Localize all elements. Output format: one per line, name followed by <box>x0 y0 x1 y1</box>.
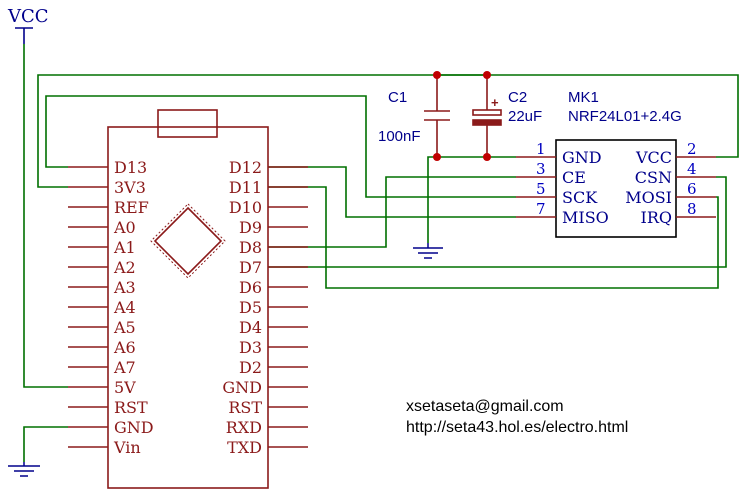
arduino-pin-lines <box>68 166 308 448</box>
pin-label-d5: D5 <box>239 298 262 317</box>
module-pin-name-ce: CE <box>562 168 586 187</box>
capacitor-c2 <box>472 75 502 157</box>
module-pin-name-sck: SCK <box>562 188 598 207</box>
pin-label-rxd: RXD <box>226 418 262 437</box>
junction-c2-top <box>483 71 491 79</box>
pin-label-gnd-right: GND <box>222 378 262 397</box>
wire-gnd-arduino <box>23 426 68 462</box>
module-pin-num-3: 3 <box>536 160 546 178</box>
wire-d11-mosi <box>268 186 719 289</box>
module-pin-names: GND CE SCK MISO <box>562 148 609 227</box>
pin-label-a2: A2 <box>113 258 136 277</box>
pin-label-d11: D11 <box>229 178 262 197</box>
module-pin-num-7: 7 <box>536 200 546 218</box>
pin-label-gnd-left: GND <box>114 418 154 437</box>
pin-label-rst-left: RST <box>114 398 148 417</box>
wire-d8-ce <box>268 176 516 248</box>
pin-label-d12: D12 <box>229 158 262 177</box>
module-pin-num-2: 2 <box>687 140 697 158</box>
module-pin-name-csn: CSN <box>635 168 672 187</box>
module-pin-names-right: VCC CSN MOSI IRQ <box>625 148 672 227</box>
wire-d13-sck <box>45 95 516 198</box>
pin-label-ref: REF <box>114 198 149 217</box>
pin-label-rst-right: RST <box>228 398 262 417</box>
mcu-chip <box>153 206 223 276</box>
module-pin-name-mosi: MOSI <box>625 188 672 207</box>
ground-symbol-left <box>8 462 40 477</box>
module-pin-numbers: 1 3 5 7 2 4 6 8 <box>536 140 697 218</box>
pin-label-d3: D3 <box>239 338 262 357</box>
module-ref: MK1 <box>568 89 599 106</box>
vcc-symbol <box>15 27 33 44</box>
junction-c2-bottom <box>483 153 491 161</box>
pin-label-d4: D4 <box>239 318 262 337</box>
vcc-label: VCC <box>7 6 49 27</box>
nrf24l01-module <box>555 139 677 238</box>
mcu-chip-outline <box>150 203 226 279</box>
contact-url: http://seta43.hol.es/electro.html <box>406 419 628 436</box>
pin-label-a1: A1 <box>113 238 136 257</box>
module-value: NRF24L01+2.4G <box>568 108 682 125</box>
junction-c1-bottom <box>433 153 441 161</box>
wire-vcc-5v <box>23 44 68 388</box>
pin-label-a0: A0 <box>113 218 136 237</box>
module-pin-lines <box>516 156 716 218</box>
module-pin-num-6: 6 <box>687 180 697 198</box>
pin-label-txd: TXD <box>227 438 262 457</box>
ground-symbol-module <box>413 243 443 259</box>
junction-c1-top <box>433 71 441 79</box>
pin-label-5v: 5V <box>114 378 136 397</box>
pin-label-vin: Vin <box>113 438 141 457</box>
wire-d7-csn <box>268 176 727 268</box>
pin-label-d2: D2 <box>239 358 262 377</box>
module-pin-name-irq: IRQ <box>641 208 672 227</box>
module-pin-num-8: 8 <box>687 200 697 218</box>
c2-value: 22uF <box>508 108 542 125</box>
pin-label-d9: D9 <box>239 218 262 237</box>
pin-label-3v3: 3V3 <box>114 178 146 197</box>
c1-value: 100nF <box>378 128 421 145</box>
pin-label-d8: D8 <box>239 238 262 257</box>
usb-connector <box>157 109 218 138</box>
pin-label-a4: A4 <box>113 298 136 317</box>
pin-label-d13: D13 <box>114 158 147 177</box>
pin-label-a6: A6 <box>113 338 136 357</box>
c2-polarity-sign: + <box>491 95 499 110</box>
module-pin-num-1: 1 <box>536 140 546 158</box>
capacitor-c1 <box>424 75 450 157</box>
wire-gnd-module <box>427 156 516 243</box>
wire-d12-miso <box>268 166 516 218</box>
module-pin-name-miso: MISO <box>562 208 609 227</box>
junctions <box>433 71 491 161</box>
pin-label-d10: D10 <box>229 198 262 217</box>
c1-ref: C1 <box>388 89 407 106</box>
pin-label-a5: A5 <box>113 318 136 337</box>
pin-label-d6: D6 <box>239 278 262 297</box>
pin-label-a3: A3 <box>113 278 136 297</box>
contact-email: xsetaseta@gmail.com <box>406 398 564 415</box>
pin-label-d7: D7 <box>239 258 262 277</box>
module-pin-num-5: 5 <box>536 180 546 198</box>
arduino-right-pin-labels: D12 D11 D10 D9 D8 D7 D6 D5 D4 D3 D2 GND … <box>222 158 262 457</box>
c2-ref: C2 <box>508 89 527 106</box>
wire-3v3-vcc <box>37 74 739 188</box>
module-pin-num-4: 4 <box>687 160 697 178</box>
pin-label-a7: A7 <box>113 358 136 377</box>
module-pin-name-gnd: GND <box>562 148 602 167</box>
arduino-left-pin-labels: D13 3V3 REF A0 A1 A2 A3 A4 A5 A6 A7 5V R… <box>113 158 154 457</box>
module-pin-name-vcc: VCC <box>635 148 672 167</box>
